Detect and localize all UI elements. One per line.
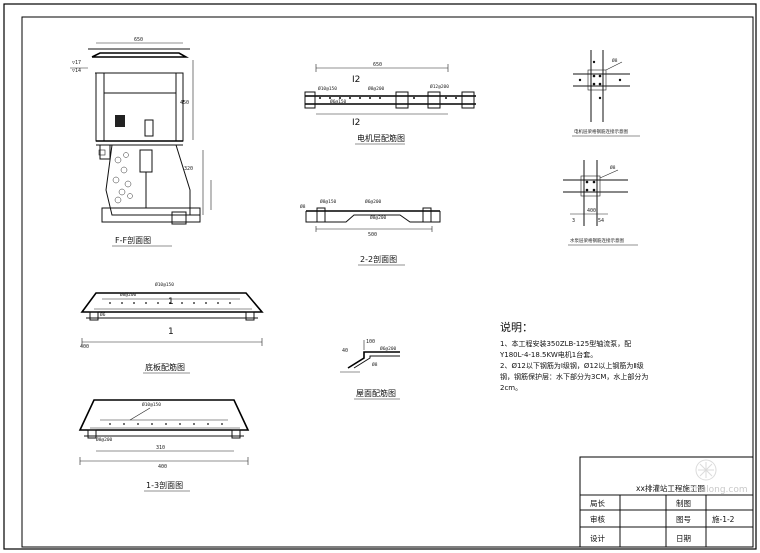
notes-line-4: 钢，钢筋保护层：水下部分为3CM，水上部分为 [500, 372, 648, 381]
svg-text:320: 320 [184, 166, 193, 172]
tb-drafter-label: 制图 [676, 498, 691, 508]
svg-text:Ø8: Ø8 [372, 361, 378, 368]
watermark-text: zhulong.com [690, 485, 748, 495]
beam-detail-1-caption: 电机层梁格钢筋连接示意图 [574, 128, 628, 135]
roof-dim: 100 [366, 339, 375, 345]
section-22-drawing: Ø8@150 Ø6@200 Ø8@200 Ø8 500 [300, 198, 441, 238]
base-width-dim: 400 [80, 344, 89, 350]
svg-text:Ø12@200: Ø12@200 [430, 83, 449, 90]
notes-line-3: 2、Ø12以下钢筋为Ⅰ级钢，Ø12以上钢筋为Ⅱ级 [500, 361, 644, 370]
notes-line-1: 1、本工程安装350ZLB-125型轴流泵，配 [500, 339, 631, 348]
tb-reviewer-label: 审核 [590, 514, 605, 524]
notes-line-2: Y180L-4-18.5KW电机1台套。 [499, 350, 597, 359]
tb-drawing-no-label: 图号 [676, 515, 691, 524]
s13-inner-dim: 310 [156, 445, 165, 451]
watermark-logo [695, 459, 717, 481]
section-22-caption: 2-2剖面图 [360, 254, 397, 264]
ff-width-dim: 650 [134, 37, 143, 43]
svg-text:Ø8: Ø8 [610, 164, 616, 171]
svg-text:Ø6@200: Ø6@200 [365, 198, 382, 205]
ff-section-caption: F-F剖面图 [115, 235, 151, 245]
svg-text:40: 40 [342, 348, 348, 354]
svg-text:▽17: ▽17 [72, 60, 81, 66]
svg-text:Ø8@200: Ø8@200 [120, 291, 137, 298]
s13-width-dim: 400 [158, 464, 167, 470]
svg-text:Ø10@150: Ø10@150 [142, 401, 161, 408]
beam-detail-1-drawing: Ø8 [573, 50, 630, 122]
notes-line-5: 2cm。 [500, 384, 522, 392]
base-mark-top: 1 [168, 297, 174, 307]
svg-text:400: 400 [587, 208, 596, 214]
roof-drawing: 40 100 Ø6@200 Ø8 [340, 339, 400, 373]
beam-detail-2-drawing: Ø8 400 3 54 [563, 160, 628, 226]
svg-text:Ø8: Ø8 [612, 57, 618, 64]
svg-text:Ø8@200: Ø8@200 [370, 214, 387, 221]
beam-detail-2-caption: 水泵层梁格钢筋连接示意图 [570, 237, 624, 244]
svg-text:Ø10@150: Ø10@150 [155, 281, 174, 288]
motor-floor-caption: 电机层配筋图 [357, 133, 405, 143]
svg-text:Ø10@150: Ø10@150 [318, 85, 337, 92]
motor-mark-top: I2 [352, 75, 360, 85]
svg-text:Ø6: Ø6 [100, 311, 106, 318]
tb-director-label: 局长 [590, 498, 605, 508]
svg-text:Ø6@150: Ø6@150 [330, 98, 347, 105]
notes-block: 说明： 1、本工程安装350ZLB-125型轴流泵，配 Y180L-4-18.5… [499, 320, 648, 392]
tb-drawing-no-value: 施-1-2 [712, 514, 735, 524]
svg-text:450: 450 [180, 100, 189, 106]
motor-width-dim: 650 [373, 62, 382, 68]
base-mark-bottom: 1 [168, 327, 174, 337]
title-block: xx排灌站工程施工图 局长 制图 审核 图号 施-1-2 设计 日期 [579, 456, 754, 548]
tb-designer-label: 设计 [590, 533, 605, 543]
drawing-title: xx排灌站工程施工图 [636, 483, 705, 493]
svg-text:Ø8@150: Ø8@150 [320, 198, 337, 205]
svg-text:Ø8@200: Ø8@200 [96, 436, 113, 443]
svg-text:Ø8@200: Ø8@200 [368, 85, 385, 92]
base-slab-caption: 底板配筋图 [145, 362, 185, 372]
s22-width-dim: 500 [368, 232, 377, 238]
tb-date-label: 日期 [676, 534, 691, 543]
motor-mark-bottom: I2 [352, 118, 360, 128]
svg-text:▽14: ▽14 [72, 68, 81, 74]
base-slab-drawing: Ø10@150 Ø8@200 1 Ø6 1 400 [80, 281, 264, 350]
section-13-drawing: Ø10@150 Ø8@200 310 400 [78, 399, 250, 470]
svg-text:Ø6@200: Ø6@200 [380, 345, 397, 352]
svg-text:54: 54 [598, 218, 604, 224]
svg-text:3: 3 [572, 218, 575, 224]
svg-text:Ø8: Ø8 [300, 203, 306, 210]
section-13-caption: 1-3剖面图 [146, 480, 183, 490]
ff-section-drawing: ▽17 ▽14 650 450 320 [70, 37, 212, 225]
notes-title: 说明： [500, 320, 533, 334]
roof-caption: 屋面配筋图 [356, 388, 396, 398]
inner-border [21, 16, 754, 548]
motor-floor-drawing: 650 I2 Ø10@150 Ø8@200 Ø12@200 Ø6@150 I2 [304, 62, 476, 128]
